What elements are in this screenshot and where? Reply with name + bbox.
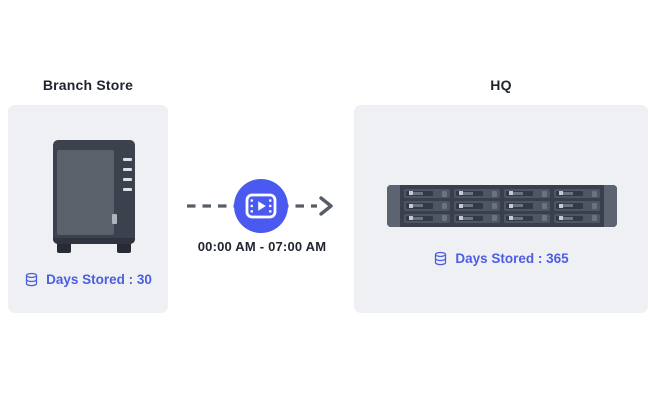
drive-eject-button bbox=[592, 215, 597, 222]
drive-handle bbox=[409, 192, 423, 195]
drive-eject-button bbox=[592, 202, 597, 209]
drive-eject-button bbox=[542, 215, 547, 222]
drive-eject-button bbox=[492, 202, 497, 209]
drive-handle bbox=[509, 192, 523, 195]
drive-handle bbox=[459, 216, 473, 220]
nas-foot bbox=[57, 244, 71, 253]
nas-body bbox=[53, 140, 135, 244]
branch-days-label: Days Stored : 30 bbox=[46, 271, 152, 287]
database-icon bbox=[25, 272, 38, 286]
drive-led bbox=[509, 203, 513, 208]
drive-handle bbox=[509, 204, 523, 208]
drive-eject-button bbox=[442, 215, 447, 222]
drive-eject-button bbox=[442, 190, 447, 197]
nas-foot bbox=[117, 244, 131, 253]
drive-eject-button bbox=[542, 202, 547, 209]
drive-handle bbox=[559, 216, 573, 220]
rack-server bbox=[387, 185, 617, 227]
database-icon bbox=[435, 251, 447, 265]
hq-days-stored: Days Stored : 365 bbox=[354, 249, 648, 267]
nas-vent-slot bbox=[123, 158, 132, 161]
nas-base bbox=[53, 238, 135, 244]
drive-handle bbox=[409, 204, 423, 208]
drive-bay bbox=[404, 189, 450, 199]
video-transfer-badge bbox=[234, 179, 288, 233]
drive-led bbox=[409, 215, 413, 220]
drive-led bbox=[559, 191, 563, 196]
drive-bay bbox=[504, 189, 550, 199]
drive-bay-slot bbox=[506, 215, 533, 221]
drive-handle bbox=[409, 216, 423, 220]
rack-rail-right bbox=[604, 185, 617, 227]
nas-vent-slot bbox=[123, 168, 132, 171]
drive-bay-slot bbox=[456, 203, 483, 209]
drive-bay-slot bbox=[506, 191, 533, 197]
drive-led bbox=[459, 215, 463, 220]
drive-handle bbox=[559, 204, 573, 208]
nas-power-button bbox=[112, 214, 117, 224]
drive-bay bbox=[454, 201, 500, 211]
branch-card: Days Stored : 30 bbox=[8, 105, 168, 313]
drive-led bbox=[509, 191, 513, 196]
drive-handle bbox=[459, 192, 473, 195]
drive-eject-button bbox=[442, 202, 447, 209]
branch-title: Branch Store bbox=[42, 77, 134, 93]
drive-bay-slot bbox=[556, 203, 583, 209]
drive-bay-slot bbox=[406, 203, 433, 209]
drive-eject-button bbox=[542, 190, 547, 197]
drive-bay-slot bbox=[406, 191, 433, 197]
drive-handle bbox=[509, 216, 523, 220]
drive-bay-slot bbox=[406, 215, 433, 221]
drive-handle bbox=[459, 204, 473, 208]
drive-eject-button bbox=[492, 215, 497, 222]
nas-vent-slot bbox=[123, 188, 132, 191]
nas-front-panel bbox=[57, 150, 114, 235]
drive-bay-slot bbox=[556, 191, 583, 197]
hq-card: Days Stored : 365 bbox=[354, 105, 648, 313]
drive-eject-button bbox=[592, 190, 597, 197]
drive-bay-slot bbox=[456, 191, 483, 197]
video-play-icon bbox=[245, 193, 277, 219]
drive-eject-button bbox=[492, 190, 497, 197]
transfer-schedule: 00:00 AM - 07:00 AM bbox=[197, 239, 327, 254]
drive-led bbox=[559, 215, 563, 220]
hq-days-label: Days Stored : 365 bbox=[455, 250, 569, 266]
drive-led bbox=[409, 203, 413, 208]
drive-bay bbox=[554, 213, 600, 223]
drive-led bbox=[409, 191, 413, 196]
drive-led bbox=[559, 203, 563, 208]
drive-bay-slot bbox=[506, 203, 533, 209]
branch-days-stored: Days Stored : 30 bbox=[8, 270, 168, 288]
drive-bay bbox=[554, 189, 600, 199]
drive-bay bbox=[404, 201, 450, 211]
nas-device bbox=[53, 140, 135, 253]
drive-bay bbox=[504, 201, 550, 211]
drive-led bbox=[509, 215, 513, 220]
hq-title: HQ bbox=[490, 77, 512, 93]
drive-bay bbox=[554, 201, 600, 211]
drive-handle bbox=[559, 192, 573, 195]
drive-bay bbox=[454, 213, 500, 223]
drive-bay-slot bbox=[556, 215, 583, 221]
drive-bay bbox=[504, 213, 550, 223]
rack-rail-left bbox=[387, 185, 400, 227]
drive-led bbox=[459, 203, 463, 208]
drive-bay bbox=[404, 213, 450, 223]
nas-vent-slot bbox=[123, 178, 132, 181]
rack-drive-bays bbox=[404, 189, 600, 223]
drive-bay bbox=[454, 189, 500, 199]
drive-led bbox=[459, 191, 463, 196]
drive-bay-slot bbox=[456, 215, 483, 221]
